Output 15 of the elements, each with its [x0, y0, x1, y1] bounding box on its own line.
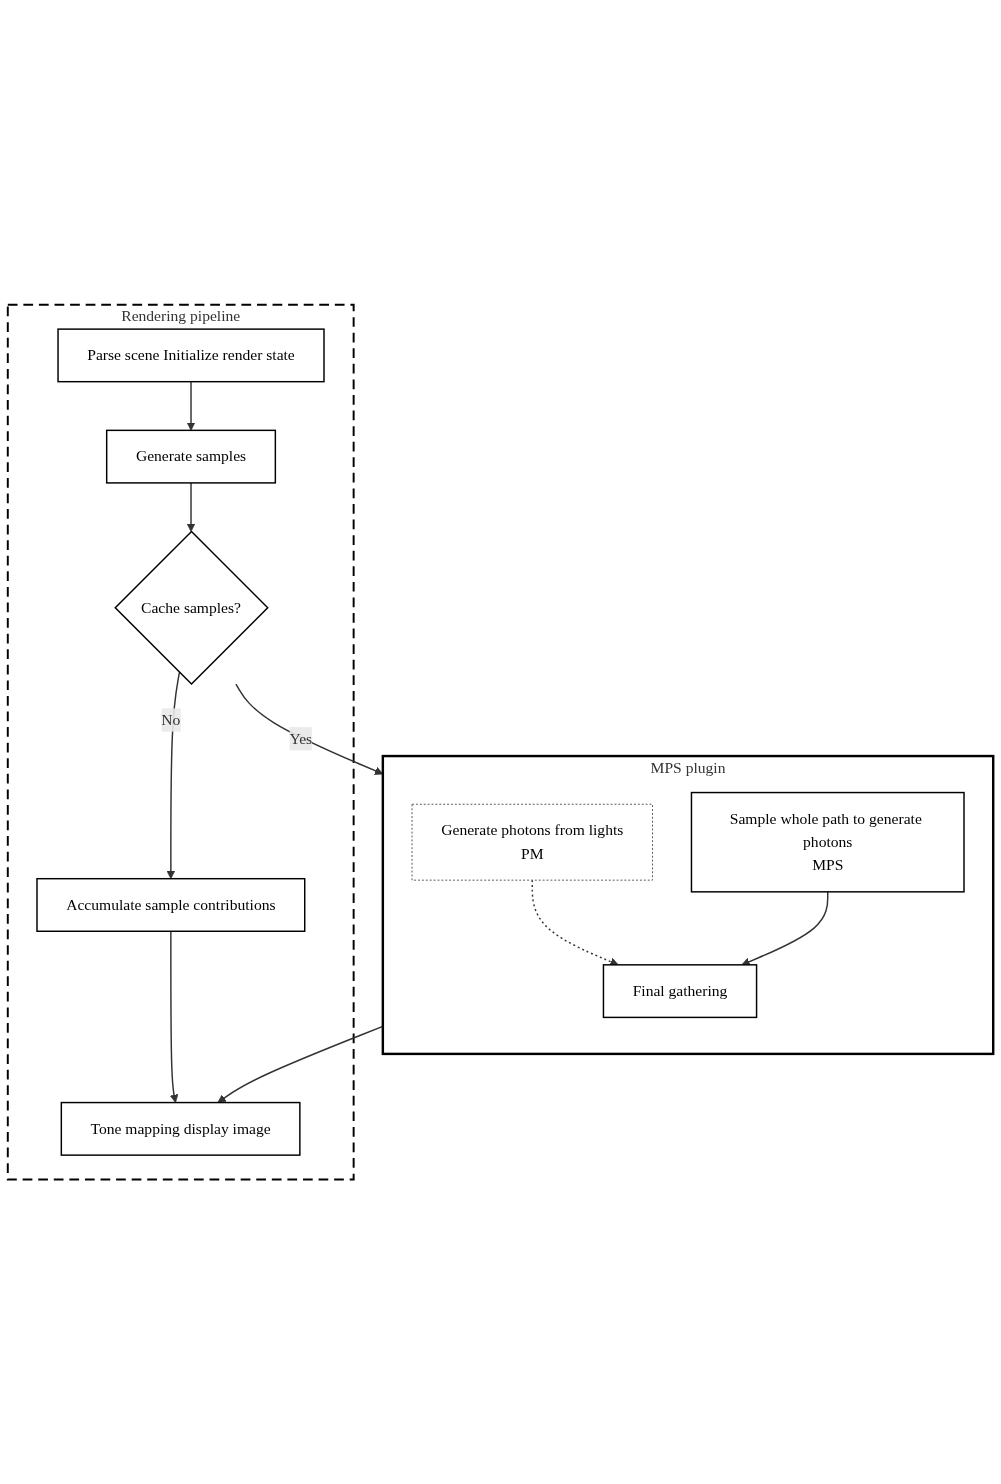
node-diamond: Cache samples? [114, 530, 269, 685]
node-box: Accumulate sample contributions [36, 877, 306, 932]
node-box: Parse scene Initialize render state [57, 328, 325, 383]
edge-label: Yes [289, 729, 313, 747]
node-box: Generate samples [105, 429, 277, 484]
arrow [186, 380, 196, 431]
node-box: Sample whole path to generate photons MPS [690, 791, 965, 893]
edge-label: No [161, 711, 181, 728]
arrow [169, 930, 179, 1103]
arrow [741, 891, 829, 966]
arrow [186, 482, 196, 532]
arrow [166, 671, 181, 879]
node-box: Generate photons from lights PM [411, 803, 653, 881]
node-box: Tone mapping display image [60, 1101, 301, 1156]
node-box: Final gathering [602, 964, 758, 1018]
